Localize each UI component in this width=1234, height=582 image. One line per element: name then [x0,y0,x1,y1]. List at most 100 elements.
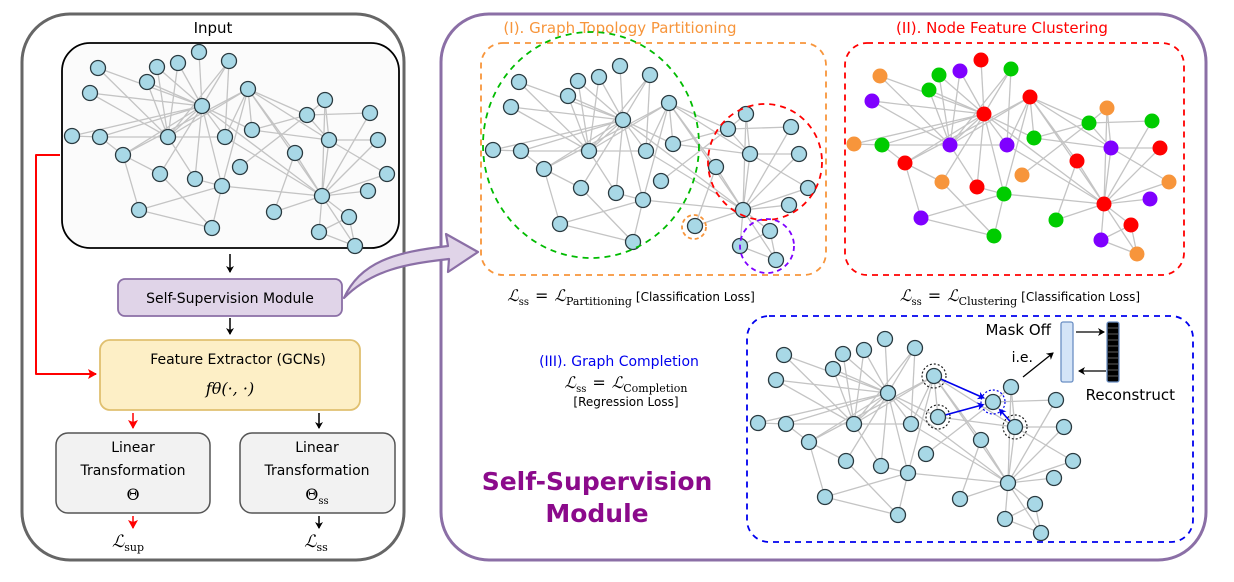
graph-node-CC [1123,217,1139,233]
graph-edge [122,88,249,156]
graph-node-W [652,172,670,190]
partition-group-red [707,103,823,221]
graph-edge [949,70,961,146]
graph-node-S [1144,113,1160,129]
graph-node-a [872,457,890,475]
graph-node-O [897,155,913,171]
graph-node-EE [767,251,785,269]
graph-node-H [976,106,992,122]
graph-edge [1007,386,1012,484]
graph-edge [907,375,935,474]
graph-edge [742,187,809,211]
linear-sup-box[interactable] [55,432,211,514]
graph-node-L [580,142,598,160]
graph-edge [622,119,744,211]
graph-edge [615,119,624,194]
graph-edge [221,88,249,187]
graph-node-Q [1099,100,1115,116]
graph-node-O [114,146,132,164]
graph-edge [580,187,634,243]
input-graph [63,43,396,255]
graph-edge [588,102,670,152]
graph-edge [1006,144,1105,205]
clustering-title: (II). Node Feature Clustering [896,19,1108,37]
graph-edge [879,75,951,146]
graph-edge [980,439,1009,484]
graph-edge [757,392,889,424]
graph-node-N [664,135,682,153]
graph-node-I [239,80,257,98]
graph-edge [904,96,1031,164]
feature-extractor-box[interactable] [99,339,361,411]
graph-edge [156,66,203,107]
graph-node-J [749,414,767,432]
graph-node-b [634,191,652,209]
graph-node-K [874,137,890,153]
graph-node-E [641,66,659,84]
linear-ss-box[interactable] [239,432,396,514]
graph-node-D [190,43,208,61]
graph-edge [949,144,978,188]
graph-edge [251,129,330,141]
graph-node-P [934,174,950,190]
graph-edge [1103,120,1153,205]
graph-node-A [775,346,793,364]
graph-node-U [1152,140,1168,156]
clustering-graph [846,52,1177,262]
graph-edge [159,173,213,229]
graph-node-E [1003,61,1019,77]
graph-node-CC [340,208,358,226]
graph-edge [577,80,624,121]
graph-edge [1007,482,1042,534]
graph-edge [1033,137,1112,149]
graph-edge [99,105,203,138]
masked-feature-vector [1060,321,1074,383]
graph-edge [832,368,855,425]
graph-node-AA [359,182,377,200]
graph-node-N [1026,130,1042,146]
graph-node-V [286,144,304,162]
graph-edge [645,102,670,152]
graph-node-b [213,177,231,195]
message-passing-arrow [945,402,985,416]
graph-node-DD [1093,232,1109,248]
graph-node-Q [1002,378,1020,396]
graph-edge [925,401,994,455]
context-node-ring [921,363,947,389]
graph-edge [824,496,899,516]
graph-node-T [320,131,338,149]
graph-edge [1110,147,1170,183]
graph-edge [992,399,1057,403]
graph-edge [1055,160,1078,221]
graph-edge [949,113,985,146]
ssm-box[interactable] [117,278,343,317]
graph-node-c [130,201,148,219]
graph-node-T [1006,418,1024,436]
graph-node-D [973,52,989,68]
graph-edge [138,185,223,211]
graph-edge [543,168,561,225]
graph-edge [672,143,751,155]
graph-node-S [361,104,379,122]
graph-edge [694,209,744,227]
graph-edge [668,102,717,168]
graph-edge [588,150,617,194]
graph-edge [321,139,330,197]
feature-extractor-formula: fθ(·, ·) [205,379,254,398]
graph-edge [619,65,624,121]
graph-edge [715,166,744,211]
partitioning-title: (I). Graph Topology Partitioning [503,19,736,37]
graph-node-H [193,97,211,115]
graph-node-b [996,186,1012,202]
graph-edge [871,100,951,146]
graph-edge [1103,107,1108,205]
graph-node-DD [996,510,1014,528]
graph-edge [928,89,985,115]
graph-node-S [782,118,800,136]
graph-node-T [741,145,759,163]
graph-edge [742,126,792,211]
graph-node-V [972,431,990,449]
graph-node-BB [951,490,969,508]
graph-edge [884,338,889,394]
graph-node-G [502,98,520,116]
